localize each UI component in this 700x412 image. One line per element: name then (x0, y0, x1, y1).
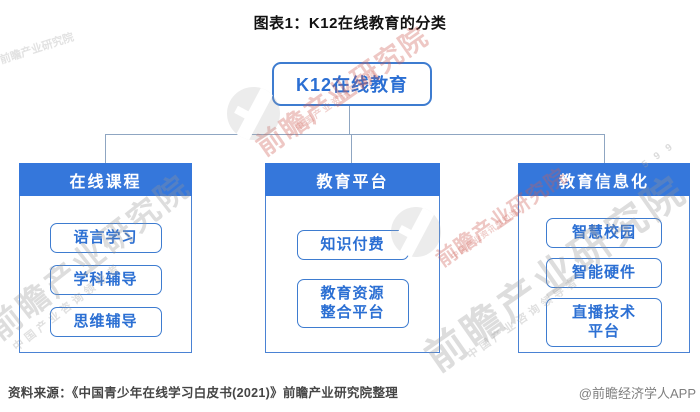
node-education-resource-platform: 教育资源 整合平台 (296, 279, 409, 328)
branch-online-courses: 在线课程 语言学习 学科辅导 思维辅导 (19, 163, 192, 353)
root-node-k12-online-education: K12在线教育 (272, 62, 432, 106)
node-live-stream-tech-platform: 直播技术 平台 (546, 298, 662, 347)
connector-right-vertical (604, 134, 605, 164)
source-note: 资料来源：《中国青少年在线学习白皮书(2021)》前瞻产业研究院整理 (8, 386, 399, 400)
node-smart-campus: 智慧校园 (546, 218, 662, 248)
branch-education-informatization: 教育信息化 智慧校园 智能硬件 直播技术 平台 (518, 163, 690, 353)
connector-root-vertical (349, 102, 350, 135)
branch-header-online-courses: 在线课程 (19, 163, 192, 196)
node-subject-tutoring: 学科辅导 (49, 265, 162, 295)
connector-horizontal (105, 134, 605, 135)
node-knowledge-payment: 知识付费 (296, 230, 409, 260)
chart-title: 图表1：K12在线教育的分类 (253, 15, 447, 32)
node-smart-hardware: 智能硬件 (546, 258, 662, 288)
connector-middle-vertical (351, 134, 352, 164)
connector-left-vertical (105, 134, 106, 164)
branch-header-education-informatization: 教育信息化 (518, 163, 690, 196)
node-language-learning: 语言学习 (49, 223, 162, 253)
branch-header-education-platform: 教育平台 (265, 163, 440, 196)
credit-handle: @前瞻经济学人APP (578, 386, 696, 401)
logo-bolt-shape (233, 87, 277, 140)
watermark-red-subtitle-mid: 中国产业资讯早知道 (449, 207, 521, 262)
branch-education-platform: 教育平台 知识付费 教育资源 整合平台 (265, 163, 440, 353)
logo-bolt-shape (234, 106, 253, 121)
node-thinking-tutoring: 思维辅导 (49, 307, 162, 337)
watermark-corner-text: 前瞻产业研究院 (0, 31, 76, 67)
